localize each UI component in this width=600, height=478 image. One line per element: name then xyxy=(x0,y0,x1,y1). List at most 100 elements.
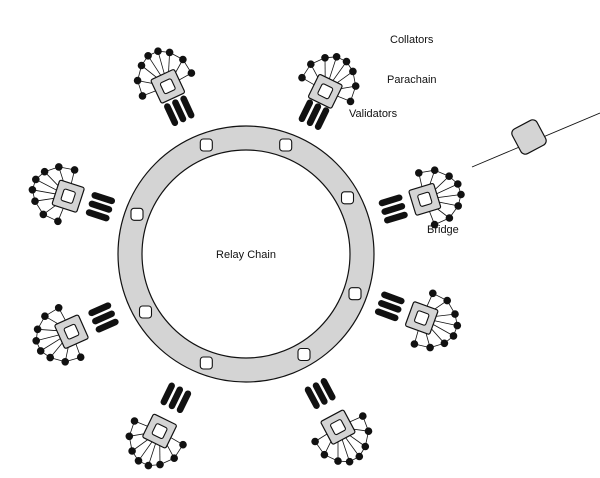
collator-node xyxy=(454,202,463,210)
validator-bar xyxy=(298,99,314,123)
collator-node xyxy=(332,53,341,61)
collator-node xyxy=(36,347,45,355)
collator-node xyxy=(351,82,360,90)
collator-node xyxy=(144,461,153,470)
collator-node xyxy=(415,169,423,177)
parachain-cluster-left-lower xyxy=(32,302,119,366)
collator-node xyxy=(156,460,164,469)
collator-node xyxy=(154,47,162,55)
validator-bar xyxy=(320,378,336,401)
validator-bar xyxy=(88,302,112,317)
validator-bar xyxy=(164,103,179,127)
collator-node xyxy=(76,353,85,362)
parachain-box-inner xyxy=(60,188,76,204)
validator-bar xyxy=(312,382,328,405)
collator-node xyxy=(40,167,49,176)
ring-slot xyxy=(199,356,213,370)
collator-node xyxy=(32,337,40,345)
validator-bar xyxy=(160,382,175,406)
collator-node xyxy=(54,217,62,226)
parachain-cluster-left-upper xyxy=(28,163,116,226)
collator-node xyxy=(125,432,134,441)
ring-slot xyxy=(348,287,362,301)
collator-node xyxy=(440,339,449,348)
validator-bar xyxy=(378,300,402,313)
collator-node xyxy=(410,340,419,348)
collator-node xyxy=(31,197,39,205)
parachain-box-inner xyxy=(63,323,80,340)
validator-bar xyxy=(85,209,110,222)
parachain-box-inner xyxy=(151,423,168,439)
collator-node xyxy=(39,210,48,219)
parachain-box-inner xyxy=(159,78,176,95)
validator-bar xyxy=(92,310,115,325)
validator-bar xyxy=(168,386,184,410)
validator-bar xyxy=(88,200,113,213)
collator-node xyxy=(46,353,54,362)
relay-chain-label: Relay Chain xyxy=(216,249,276,261)
parachain-box-inner xyxy=(317,83,334,100)
collator-node xyxy=(179,440,187,449)
parachain-box-inner xyxy=(414,310,430,326)
ring-slot xyxy=(130,207,144,221)
collator-node xyxy=(130,417,139,425)
collator-node xyxy=(307,60,315,68)
collator-node xyxy=(430,166,439,174)
parachain-cluster-right-upper xyxy=(378,166,465,229)
collator-node xyxy=(445,214,454,222)
collator-node xyxy=(334,457,342,465)
validator-bar xyxy=(172,99,187,123)
ring-slot xyxy=(340,191,355,205)
ring-slot xyxy=(138,305,153,319)
collator-node xyxy=(320,450,329,459)
parachain-label: Parachain xyxy=(387,74,437,86)
parachain-cluster-top-left xyxy=(133,47,196,127)
parachain-box-inner xyxy=(330,419,346,436)
collator-node xyxy=(445,172,453,180)
parachain-cluster-bottom-left xyxy=(125,382,192,470)
ring-slot xyxy=(199,138,213,152)
collator-node xyxy=(429,289,437,298)
validator-bar xyxy=(314,107,330,130)
validator-bar xyxy=(384,211,408,224)
validator-bar xyxy=(378,194,403,207)
parachain-cluster-top-right xyxy=(298,53,360,130)
validator-bar xyxy=(91,192,116,205)
collator-node xyxy=(128,447,136,455)
collator-node xyxy=(321,54,329,62)
collator-node xyxy=(342,57,351,66)
collator-node xyxy=(54,304,63,312)
ring-slot xyxy=(297,347,311,362)
validator-bar xyxy=(176,390,192,414)
validator-bar xyxy=(180,95,195,119)
collator-node xyxy=(346,97,355,106)
collator-node xyxy=(70,166,79,174)
bridge xyxy=(471,112,600,168)
collator-node xyxy=(138,92,147,100)
collator-node xyxy=(55,163,63,171)
collator-node xyxy=(430,220,439,229)
collator-node xyxy=(345,457,354,466)
collator-node xyxy=(451,310,459,318)
collator-node xyxy=(457,190,465,199)
parachain-cluster-right-lower xyxy=(374,289,462,352)
bridge-node xyxy=(511,119,547,155)
collator-node xyxy=(61,358,69,366)
validator-bar xyxy=(374,308,399,322)
collator-node xyxy=(454,180,462,188)
collator-node xyxy=(137,61,146,70)
collator-node xyxy=(364,427,373,436)
collator-node xyxy=(349,67,357,76)
parachain-clusters xyxy=(28,47,465,470)
collators-label: Collators xyxy=(390,34,434,46)
validator-bar xyxy=(95,318,119,333)
collator-node xyxy=(426,343,434,352)
collator-node xyxy=(33,325,42,334)
relay-chain-ring xyxy=(117,125,375,383)
validator-bar xyxy=(306,103,322,127)
collator-node xyxy=(187,69,196,77)
collator-node xyxy=(28,186,37,194)
collator-node xyxy=(449,332,458,340)
ring-slot xyxy=(279,138,293,152)
